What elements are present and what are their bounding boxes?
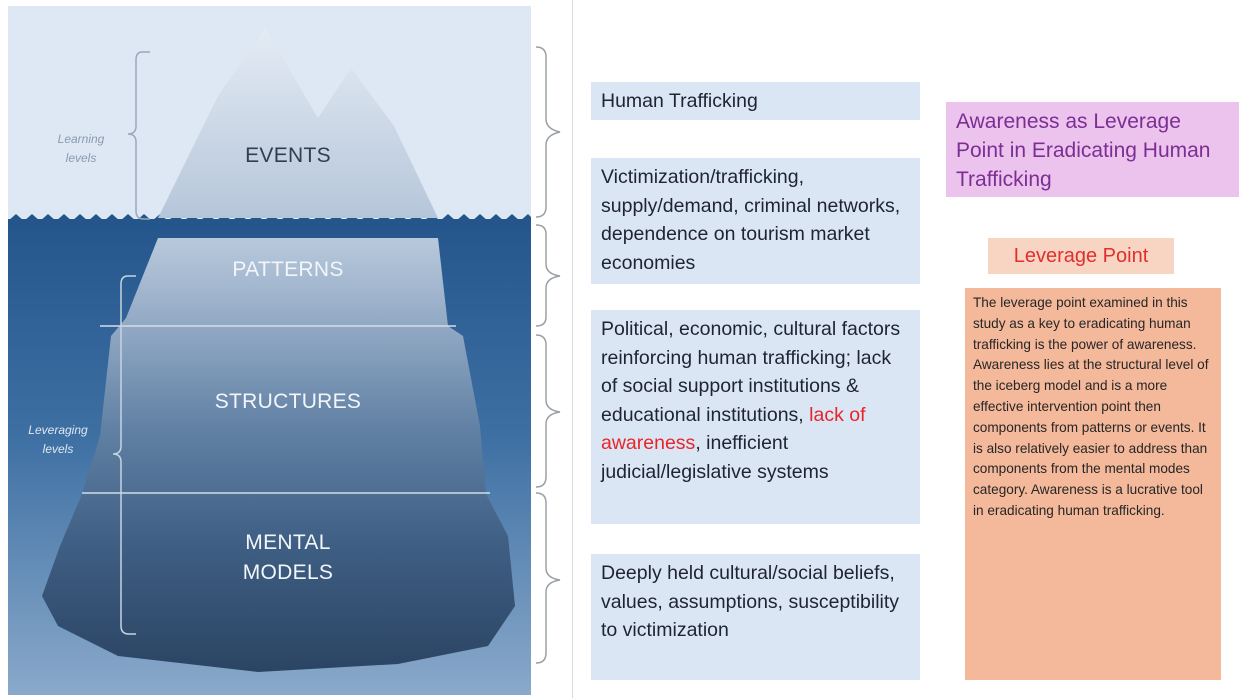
learning-levels-bracket: [127, 51, 150, 220]
mental-models-brace: [535, 492, 561, 664]
structures-label: STRUCTURES: [214, 390, 362, 413]
mental-models-description: Deeply held cultural/social beliefs, val…: [591, 554, 920, 680]
iceberg-tip: [158, 28, 438, 218]
panel-divider: [572, 0, 573, 698]
structures-text-before: Political, economic, cultural factors re…: [601, 318, 901, 426]
iceberg-illustration: [8, 6, 531, 695]
models-label: MODELS: [242, 561, 334, 584]
leveraging-levels-bracket: [112, 275, 136, 635]
diagram-title: Awareness as Leverage Point in Eradicati…: [946, 102, 1239, 197]
iceberg-diagram: EVENTS PATTERNS STRUCTURES MENTAL MODELS…: [8, 6, 531, 695]
learning-levels-label: Learning levels: [57, 132, 105, 165]
structures-brace: [535, 334, 561, 488]
patterns-description: Victimization/trafficking, supply/demand…: [591, 158, 920, 284]
mental-label: MENTAL: [245, 531, 331, 554]
events-brace: [535, 46, 561, 218]
leveraging-levels-label: Leveraging levels: [28, 423, 88, 456]
patterns-label: PATTERNS: [232, 258, 344, 281]
events-label: EVENTS: [245, 144, 331, 167]
patterns-brace: [535, 224, 561, 327]
structures-description: Political, economic, cultural factors re…: [591, 310, 920, 524]
structures-text-after: , inefficient judicial/legislative syste…: [601, 432, 829, 483]
leverage-point-heading: Leverage Point: [988, 238, 1174, 274]
events-description: Human Trafficking: [591, 82, 920, 120]
leverage-point-description: The leverage point examined in this stud…: [965, 288, 1221, 680]
lack-of-awareness-highlight: lack of awareness: [601, 403, 866, 455]
iceberg-underwater: [42, 238, 515, 672]
